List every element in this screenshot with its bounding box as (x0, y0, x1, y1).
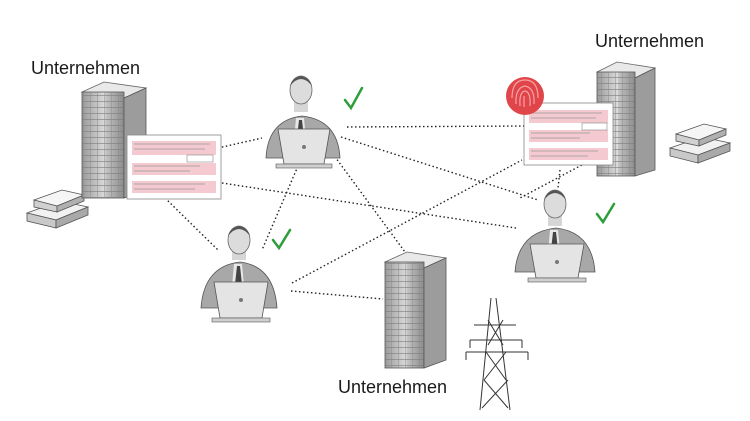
connection-line (261, 165, 299, 251)
connection-line (329, 149, 406, 253)
checkmark-icon (343, 86, 364, 111)
gold-bars-icon (668, 123, 732, 164)
checkmark-icon (271, 228, 292, 251)
connection-line (291, 159, 523, 284)
person-left (200, 225, 278, 323)
ledger-document-icon (523, 102, 614, 166)
connection-line (164, 197, 219, 251)
network-connections (164, 125, 611, 300)
company-label-right: Unternehmen (595, 31, 705, 51)
connection-line (557, 169, 561, 189)
company-label-left: Unternehmen (31, 58, 141, 78)
ledger-document-icon (126, 134, 222, 200)
gold-bars-icon (25, 189, 90, 229)
connection-line (290, 290, 384, 300)
connection-line (346, 125, 525, 128)
person-right (514, 189, 596, 283)
checkmark-icon (595, 202, 616, 225)
person-top (265, 75, 341, 169)
company-label-bottom: Unternehmen (338, 377, 448, 397)
connection-line (221, 182, 517, 229)
connection-line (217, 137, 263, 149)
fingerprint-icon (506, 77, 544, 115)
connection-line (340, 136, 539, 201)
power-pylon-icon (465, 297, 529, 411)
office-building-icon (383, 251, 448, 369)
